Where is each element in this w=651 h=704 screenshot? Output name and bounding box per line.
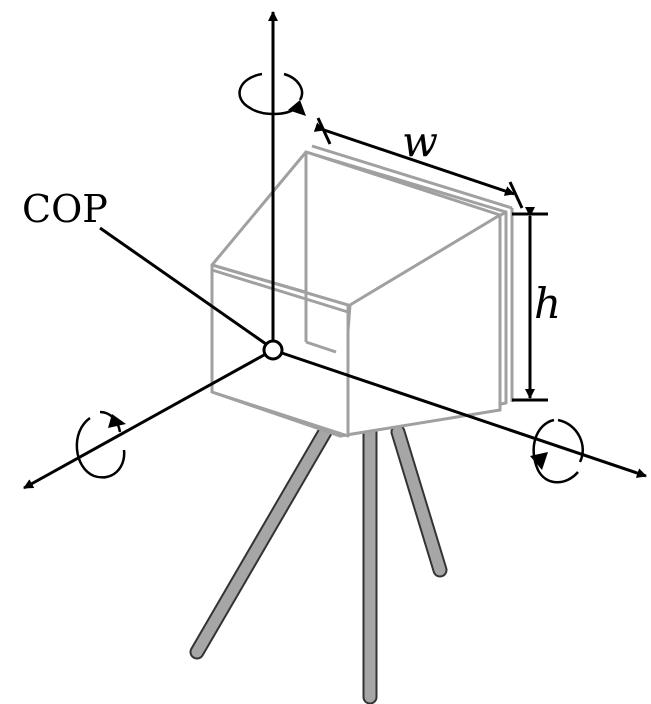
- width-label: w: [402, 117, 438, 166]
- tripod-leg-right-fill: [392, 426, 446, 576]
- rotation-left-icon: [75, 416, 126, 479]
- rotation-right-icon-back: [557, 418, 584, 463]
- camera-body: [210, 144, 514, 438]
- rotation-top-icon-back: [283, 72, 304, 101]
- rotation-right-icon: [532, 418, 579, 484]
- dimension-markers: [313, 117, 548, 402]
- height-label: h: [534, 279, 561, 328]
- left-axis: [23, 348, 274, 490]
- rotation-top-icon: [238, 72, 297, 116]
- cop-label: COP: [22, 187, 108, 231]
- tripod: [189, 424, 448, 704]
- tripod-leg-left-fill: [191, 426, 331, 658]
- right-axis: [272, 348, 647, 478]
- cop-point: [262, 339, 284, 361]
- width-tick-right: [508, 181, 524, 209]
- rotation-indicators: [75, 72, 584, 484]
- box-top-edge: [211, 268, 349, 314]
- width-dimension-line: [313, 122, 515, 196]
- axes: [23, 11, 647, 490]
- inner-edge-2: [305, 340, 337, 354]
- cop-leader-line: [99, 226, 267, 346]
